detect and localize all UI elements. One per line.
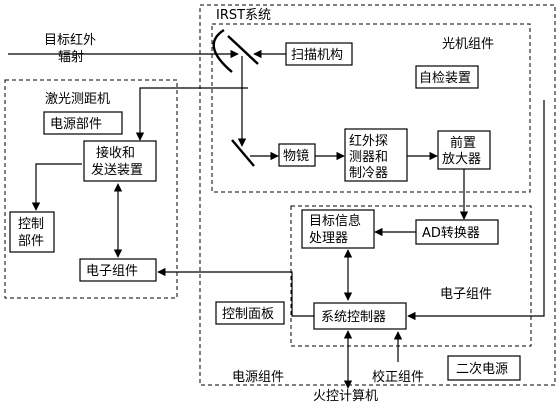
laser-rangefinder-boundary bbox=[4, 79, 178, 299]
power-unit-box: 电源部件 bbox=[43, 111, 123, 135]
svg-text:测器和: 测器和 bbox=[349, 150, 388, 165]
svg-text:处理器: 处理器 bbox=[309, 231, 348, 246]
primary-reflector bbox=[212, 28, 233, 73]
objective-box: 物镜 bbox=[278, 143, 316, 167]
electronics-box: 电子组件 bbox=[79, 258, 157, 282]
system-controller-box: 系统控制器 bbox=[313, 302, 407, 330]
svg-text:接收和: 接收和 bbox=[96, 145, 135, 161]
electronic-assembly-label: 电子组件 bbox=[440, 287, 492, 302]
svg-text:AD转换器: AD转换器 bbox=[422, 226, 480, 241]
optomech-assembly-boundary bbox=[211, 23, 531, 193]
secondary-power-box: 二次电源 bbox=[447, 355, 521, 381]
control-unit-box: 控制 部件 bbox=[9, 211, 55, 253]
svg-text:扫描机构: 扫描机构 bbox=[291, 48, 343, 63]
svg-text:系统控制器: 系统控制器 bbox=[321, 310, 386, 325]
adc-box: AD转换器 bbox=[415, 219, 499, 245]
svg-text:自检装置: 自检装置 bbox=[419, 71, 471, 86]
control-panel-box: 控制面板 bbox=[215, 301, 285, 325]
svg-text:制冷器: 制冷器 bbox=[349, 166, 388, 181]
svg-text:红外探: 红外探 bbox=[349, 133, 388, 149]
svg-text:放大器: 放大器 bbox=[442, 152, 481, 167]
laser-rangefinder-label: 激光测距机 bbox=[45, 92, 110, 107]
scan-mirror bbox=[227, 35, 259, 65]
calibration-label: 校正组件 bbox=[372, 369, 424, 385]
svg-text:物镜: 物镜 bbox=[283, 149, 309, 164]
svg-text:电子组件: 电子组件 bbox=[86, 264, 138, 279]
self-test-box: 自检装置 bbox=[415, 65, 479, 89]
preamp-box: 前置 放大器 bbox=[437, 130, 491, 170]
electronic-assembly-boundary bbox=[290, 205, 532, 347]
transceiver-box: 接收和 发送装置 bbox=[83, 140, 157, 182]
fire-control-computer-label: 火控计算机 bbox=[313, 389, 378, 404]
target-ir-radiation-label-2: 辐射 bbox=[58, 49, 84, 65]
target-ir-radiation-label: 目标红外 bbox=[44, 32, 96, 48]
svg-text:二次电源: 二次电源 bbox=[456, 361, 508, 377]
svg-text:部件: 部件 bbox=[18, 234, 44, 249]
ir-detector-box: 红外探 测器和 制冷器 bbox=[344, 128, 408, 182]
optomech-label: 光机组件 bbox=[442, 37, 494, 52]
target-processor-box: 目标信息 处理器 bbox=[301, 209, 375, 249]
svg-text:前置: 前置 bbox=[450, 135, 476, 151]
svg-text:电源部件: 电源部件 bbox=[50, 117, 102, 132]
svg-text:目标信息: 目标信息 bbox=[309, 213, 361, 229]
svg-text:控制: 控制 bbox=[18, 217, 44, 232]
svg-text:控制面板: 控制面板 bbox=[222, 307, 274, 322]
irst-system-boundary bbox=[199, 4, 556, 386]
svg-text:发送装置: 发送装置 bbox=[91, 162, 143, 178]
irst-system-title: IRST系统 bbox=[216, 8, 271, 23]
power-group-label: 电源组件 bbox=[232, 370, 284, 385]
fold-mirror bbox=[231, 139, 255, 167]
scanner-box: 扫描机构 bbox=[285, 42, 353, 66]
